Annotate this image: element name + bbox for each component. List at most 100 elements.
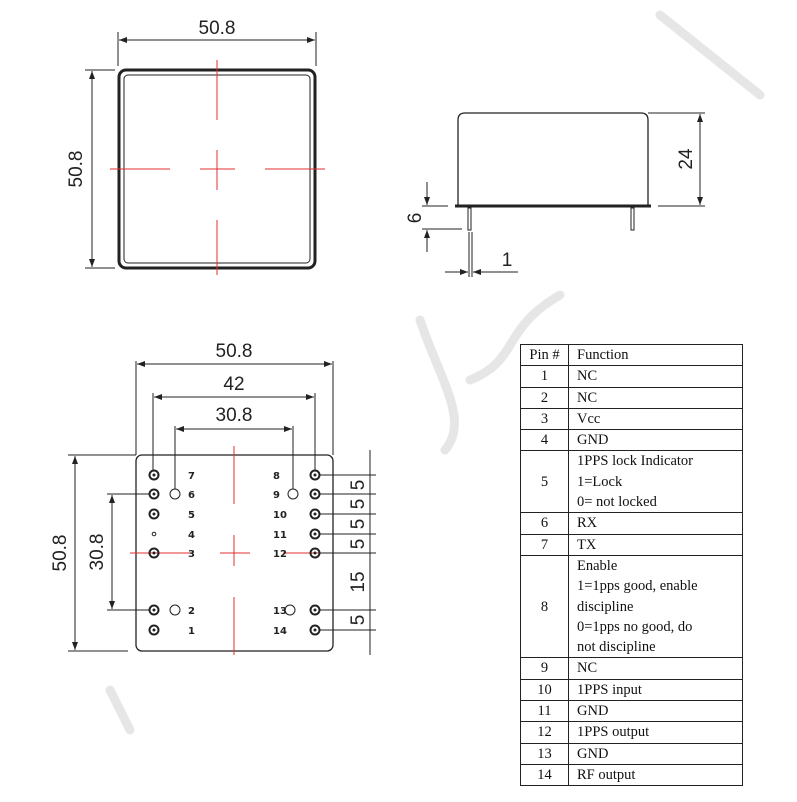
- pin-number-label: 8: [273, 471, 280, 482]
- spacing-label: 5: [348, 480, 369, 491]
- pin-pad: [148, 547, 160, 559]
- pin-pad: [148, 488, 160, 500]
- function-line: GND: [577, 745, 609, 762]
- side-view: [422, 112, 705, 277]
- pin-cell: 11: [520, 700, 569, 723]
- pin-number-label: 3: [188, 549, 195, 560]
- bottom-width-label: 50.8: [216, 341, 253, 362]
- pin-pad: [309, 547, 321, 559]
- top-width-label: 50.8: [199, 18, 236, 39]
- function-cell: TX: [568, 533, 743, 556]
- function-line: 1PPS input: [577, 681, 642, 698]
- pin-number-label: 14: [273, 626, 287, 637]
- watermark: [105, 10, 765, 735]
- spacing-label: 15: [348, 571, 369, 592]
- inner-height-label: 30.8: [87, 534, 108, 571]
- top-view: 50.8 50.8: [66, 18, 325, 275]
- bottom-view: [68, 361, 376, 655]
- pin-number-label: 7: [188, 471, 195, 482]
- function-cell: NC: [568, 365, 743, 388]
- pin-cell: 6: [520, 512, 569, 535]
- function-line: GND: [577, 432, 609, 449]
- header-function: Function: [568, 343, 743, 367]
- pin-number-label: 4: [188, 530, 195, 541]
- function-line: 1PPS output: [577, 724, 650, 741]
- pin-cell: 13: [520, 742, 569, 765]
- table-row: 13 GND: [520, 742, 743, 765]
- pin-cell: 8: [520, 554, 569, 659]
- pin-length-label: 6: [405, 213, 426, 224]
- function-cell: RX: [568, 512, 743, 535]
- pin-pad: [148, 508, 160, 520]
- pin-cell: 1: [520, 365, 569, 388]
- pin-cell: 2: [520, 386, 569, 409]
- function-cell: GND: [568, 429, 743, 452]
- inner-width-label: 30.8: [216, 405, 253, 426]
- pin-cell: 4: [520, 429, 569, 452]
- function-line: 1=1pps good, enable: [577, 578, 698, 595]
- pin-pad: [151, 531, 157, 537]
- pin-number-label: 2: [188, 606, 195, 617]
- function-cell: Vcc: [568, 407, 743, 431]
- function-line: NC: [577, 368, 598, 385]
- pin-number-label: 11: [273, 530, 287, 541]
- function-line: Enable: [577, 557, 618, 574]
- function-line: 1=Lock: [577, 473, 623, 490]
- table-row: 10 1PPS input: [520, 678, 743, 702]
- pin-number-label: 1: [188, 626, 195, 637]
- function-cell: 1PPS input: [568, 678, 743, 702]
- function-cell: 1PPS lock Indicator 1=Lock 0= not locked: [568, 450, 743, 514]
- spacing-label: 5: [348, 615, 369, 626]
- function-cell: RF output: [568, 763, 743, 787]
- pin-number-label: 6: [188, 490, 195, 501]
- table-row: 11 GND: [520, 700, 743, 723]
- pin-pad: [309, 624, 321, 636]
- pin-cell: 7: [520, 533, 569, 556]
- table-row: 9 NC: [520, 657, 743, 680]
- table-header-row: Pin # Function: [520, 343, 743, 367]
- function-cell: 1PPS output: [568, 721, 743, 744]
- pin-hole: [169, 604, 181, 616]
- function-line: RX: [577, 515, 598, 532]
- function-line: 1PPS lock Indicator: [577, 453, 693, 470]
- pin-cell: 10: [520, 678, 569, 702]
- bottom-height-label: 50.8: [50, 535, 71, 572]
- function-line: TX: [577, 536, 597, 553]
- function-cell: GND: [568, 742, 743, 765]
- table-row: 8 Enable 1=1pps good, enable discipline 0=1p…: [520, 554, 743, 659]
- spacing-label: 5: [348, 519, 369, 530]
- pin-cell: 14: [520, 763, 569, 787]
- table-row: 2 NC: [520, 386, 743, 409]
- function-line: 0=1pps no good, do: [577, 618, 693, 635]
- pin-number-label: 9: [273, 490, 280, 501]
- pin-pad: [309, 508, 321, 520]
- function-line: NC: [577, 660, 598, 677]
- function-line: GND: [577, 703, 609, 720]
- pin-cell: 9: [520, 657, 569, 680]
- pin-pad: [148, 469, 160, 481]
- pin-pad: [309, 604, 321, 616]
- pin-diameter-label: 1: [502, 250, 513, 271]
- pin-pad: [148, 624, 160, 636]
- pin-number-label: 10: [273, 510, 287, 521]
- function-cell: GND: [568, 700, 743, 723]
- function-line: NC: [577, 389, 598, 406]
- pin-row-width-label: 42: [223, 374, 244, 395]
- function-line: discipline: [577, 598, 634, 615]
- pin-pad: [309, 528, 321, 540]
- pin-hole: [284, 604, 296, 616]
- function-line: 0= not locked: [577, 494, 657, 511]
- spacing-label: 5: [348, 499, 369, 510]
- pin-cell: 3: [520, 407, 569, 431]
- function-cell: Enable 1=1pps good, enable discipline 0=1pp…: [568, 554, 743, 659]
- header-pin: Pin #: [520, 343, 569, 367]
- pin-pad: [309, 488, 321, 500]
- spacing-label: 5: [348, 539, 369, 550]
- top-height-label: 50.8: [66, 151, 87, 188]
